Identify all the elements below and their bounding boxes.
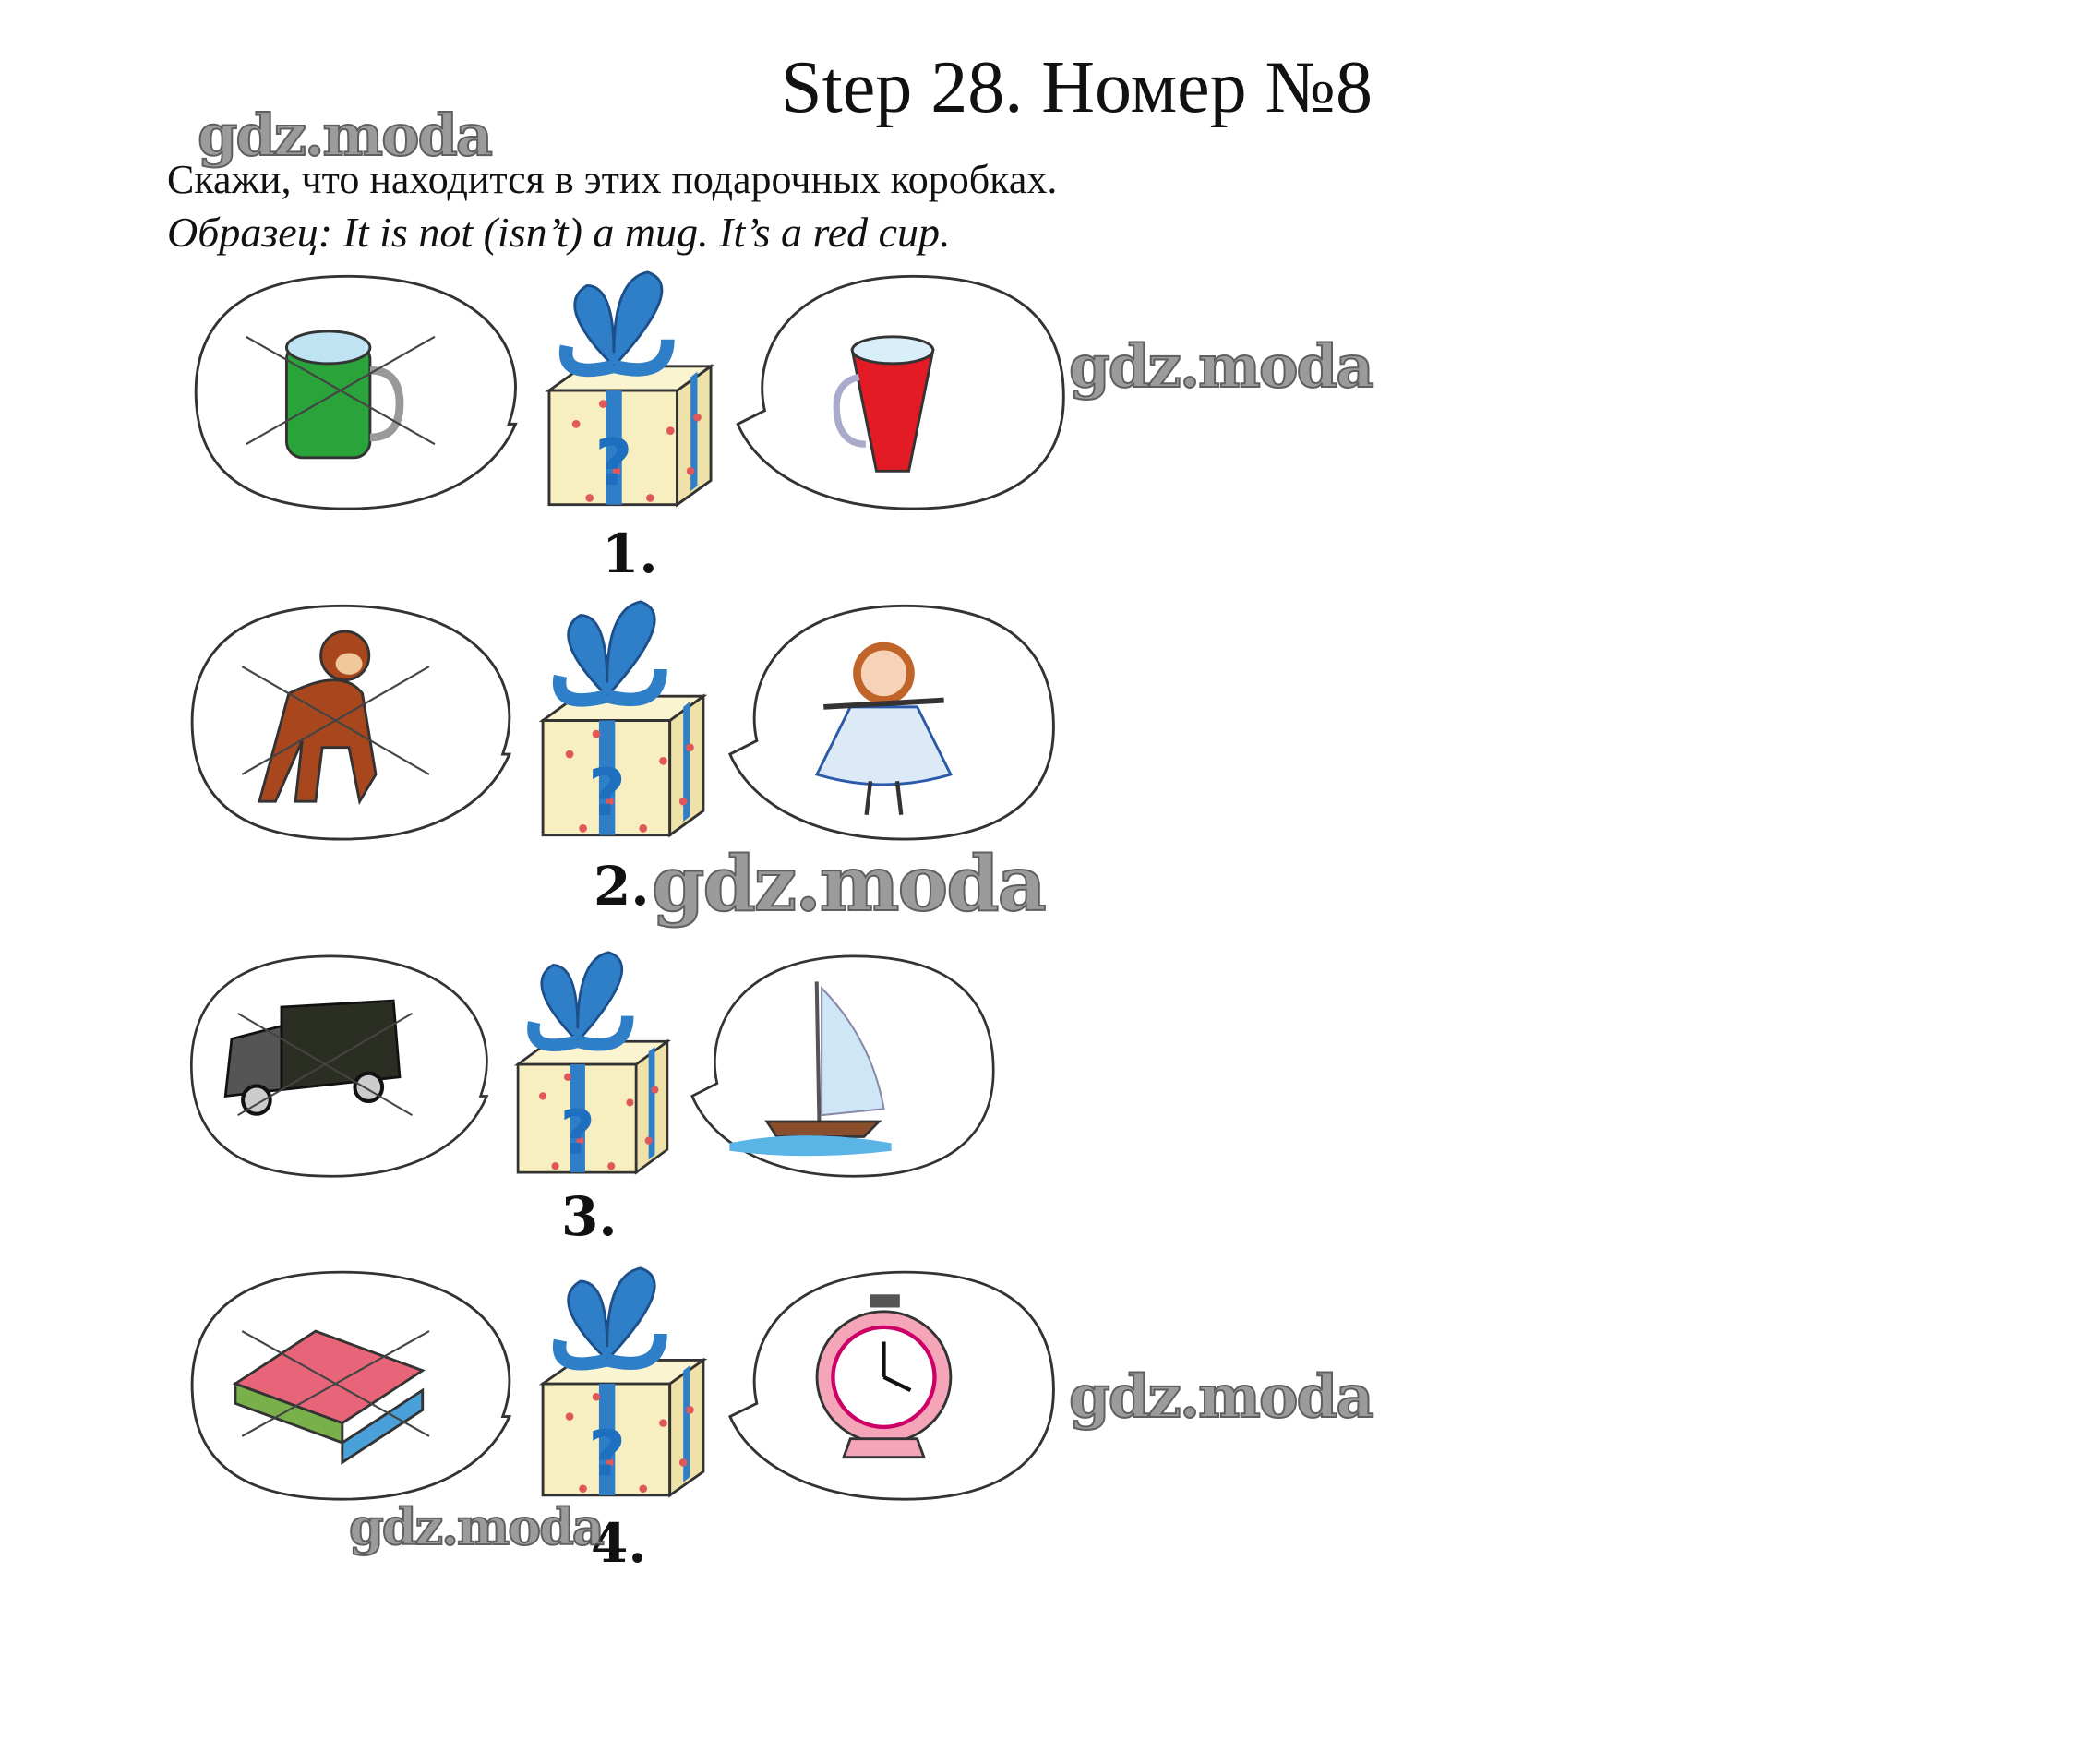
exercise-panel-2: ?: [182, 599, 1064, 842]
panel-number-2: 2.: [594, 855, 650, 918]
page-title: Step 28. Номер №8: [781, 47, 1373, 128]
exercise-panel-3: ?: [182, 950, 1003, 1179]
exercise-panel-4: ?: [182, 1266, 1064, 1502]
exercise-panel-1: ?: [186, 270, 1074, 511]
cross-out-icon: [237, 1012, 413, 1117]
watermark: gdz.moda: [348, 1496, 606, 1557]
cross-out-icon: [241, 1330, 430, 1437]
cross-out-icon: [241, 666, 430, 775]
instruction-text: Скажи, что находится в этих подарочных к…: [167, 157, 1058, 202]
gift-box-icon: ?: [538, 1266, 708, 1498]
gift-box-icon: ?: [513, 951, 672, 1175]
question-mark-icon: ?: [560, 1098, 595, 1169]
clock-icon: [815, 1294, 953, 1459]
example-text: Образец: It is not (isn’t) a mug. It’s a…: [167, 209, 951, 256]
watermark: gdz.moda: [1068, 331, 1375, 402]
question-mark-icon: ?: [595, 426, 633, 500]
panel-number-1: 1.: [602, 522, 658, 585]
watermark: gdz.moda: [1068, 1362, 1375, 1433]
panel-number-4: 4.: [591, 1512, 647, 1575]
watermark: gdz.moda: [651, 839, 1048, 930]
panel-number-3: 3.: [561, 1185, 618, 1248]
gift-box-icon: ?: [545, 270, 715, 508]
gift-box-icon: ?: [538, 600, 708, 838]
cross-out-icon: [246, 335, 436, 446]
question-mark-icon: ?: [588, 1418, 625, 1491]
watermark: gdz.moda: [197, 101, 494, 170]
boat-icon: [729, 981, 892, 1157]
monkey-icon: [258, 630, 378, 806]
cup-icon: [833, 335, 935, 473]
doll-icon: [814, 642, 953, 816]
question-mark-icon: ?: [588, 756, 625, 831]
